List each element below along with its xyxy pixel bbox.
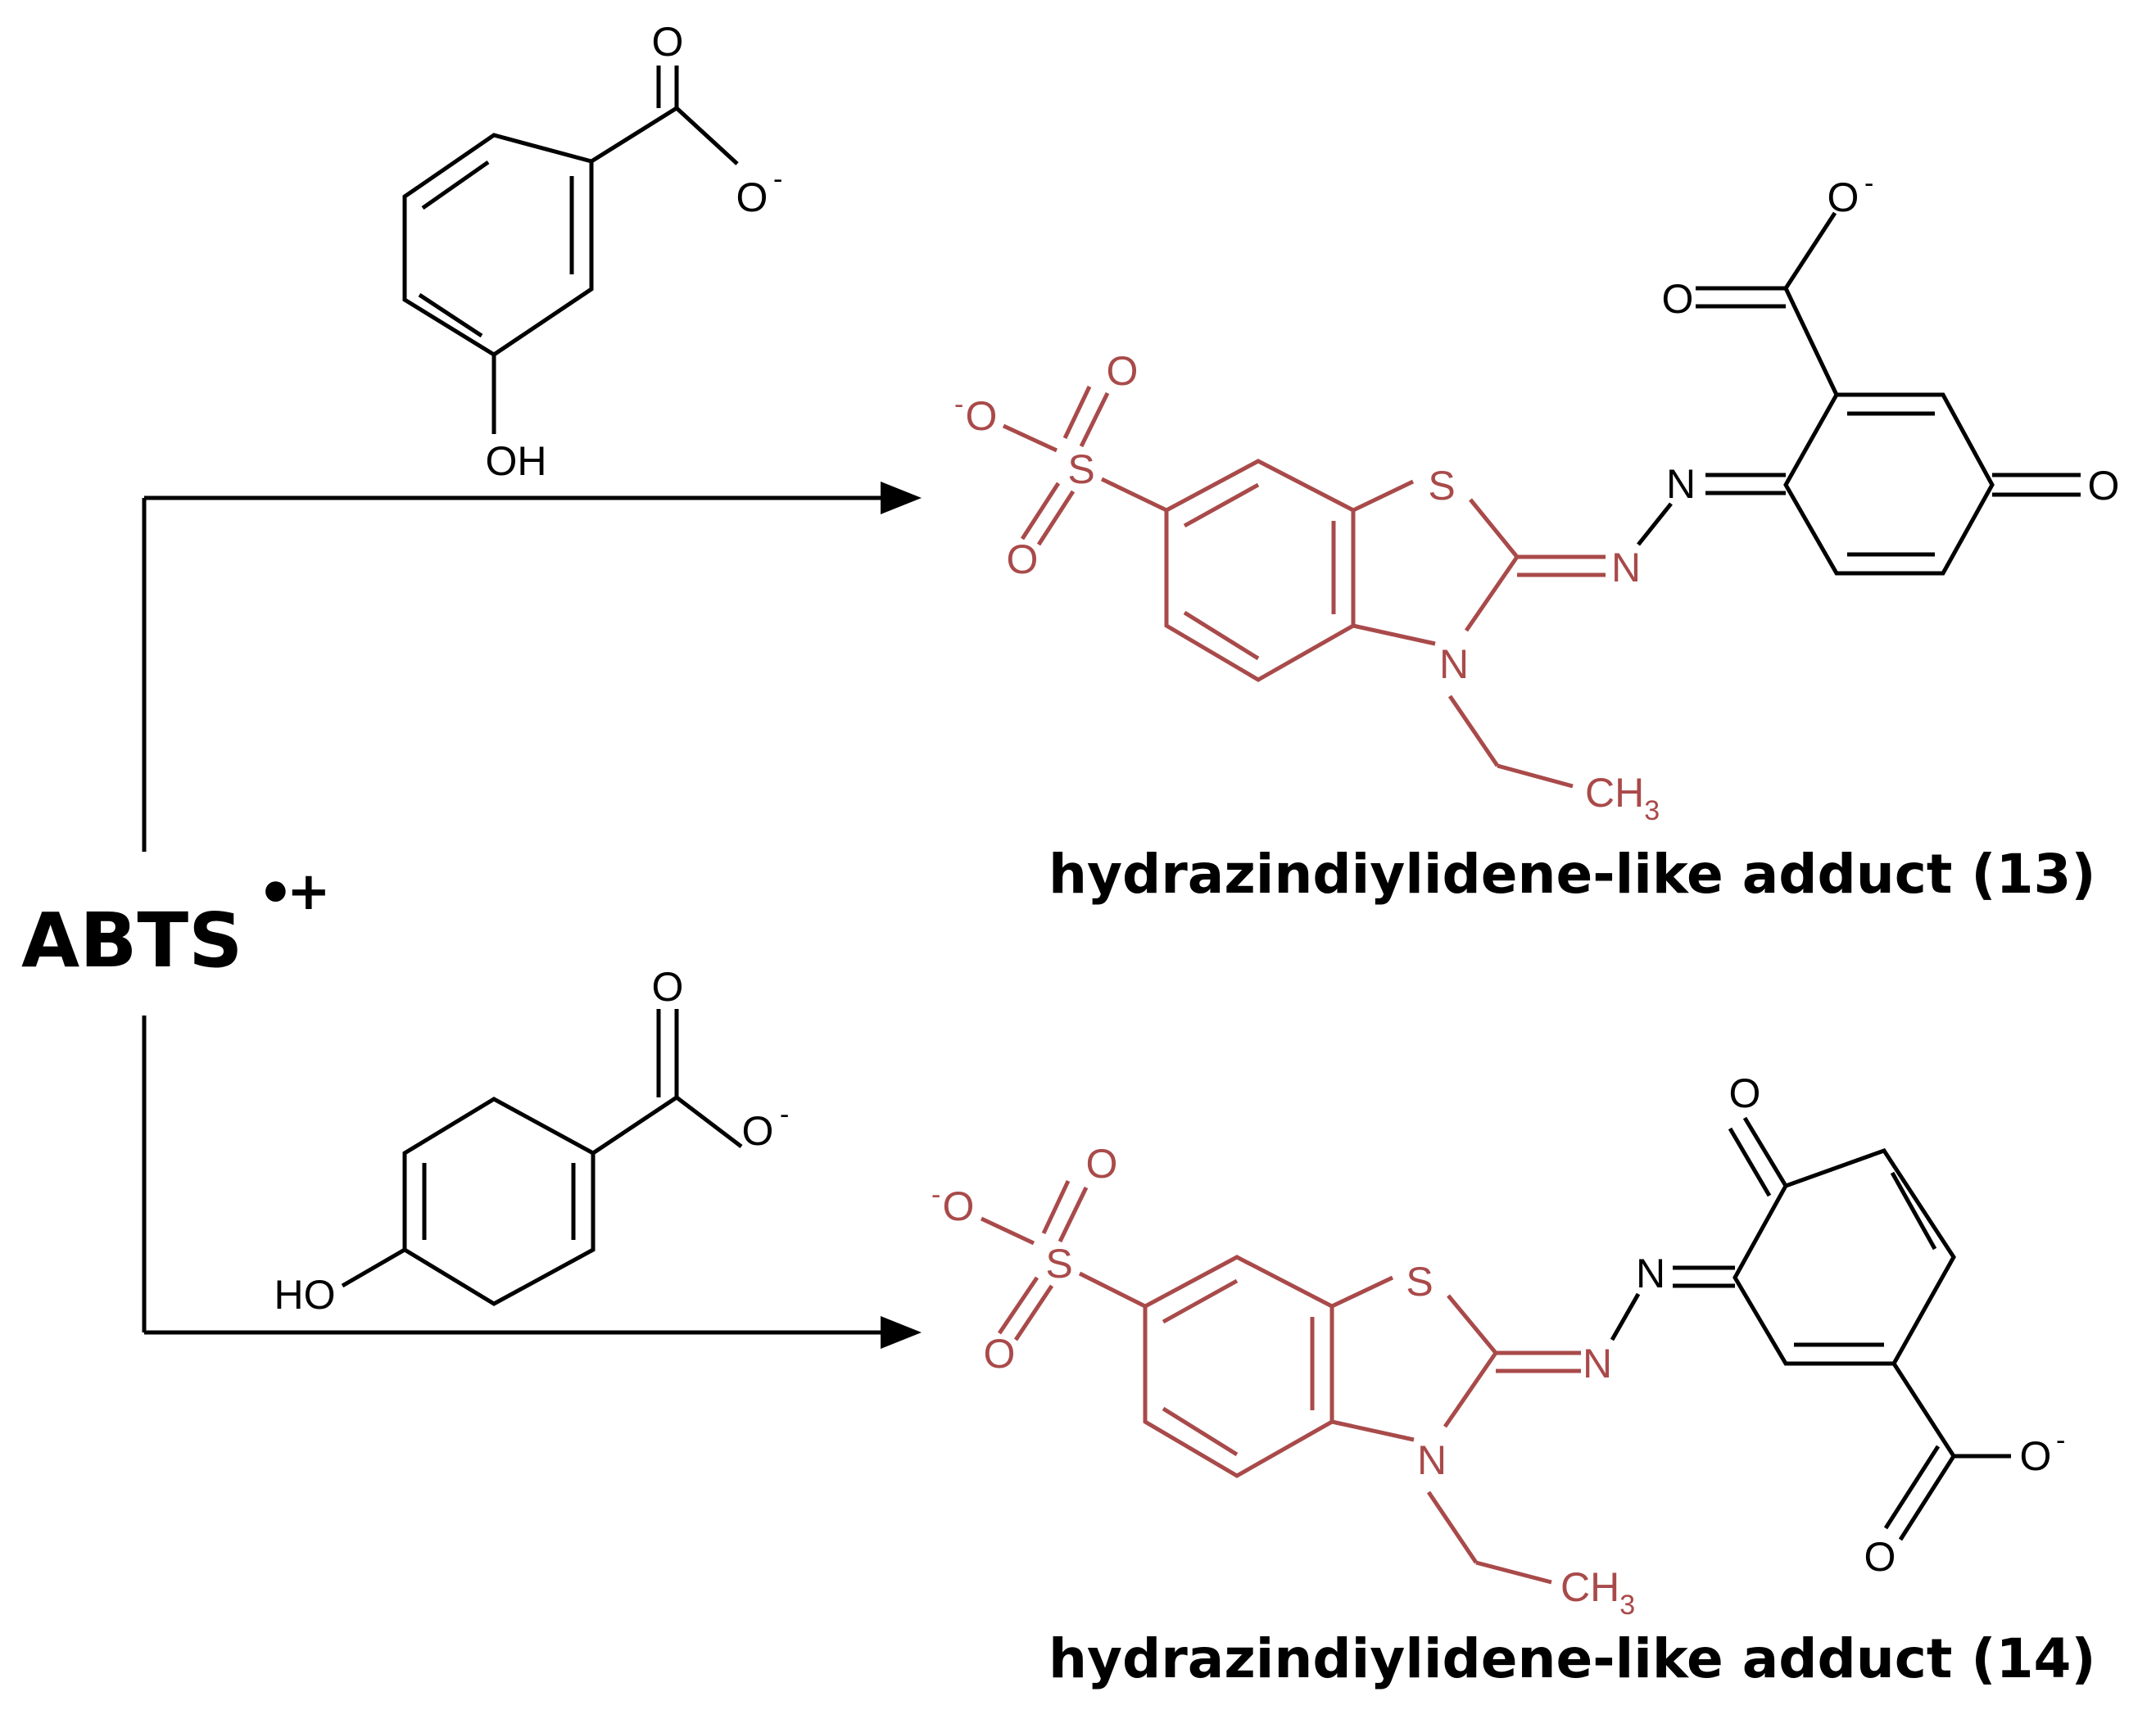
p14-sulfonate-charge: - (931, 1179, 940, 1210)
substrate-1-labels: O O - OH (486, 19, 783, 484)
s2-carboxylate-charge: - (780, 1099, 789, 1130)
s1-carbonyl-o: O (652, 19, 684, 65)
p14-sulfonyl-o-top: O (1086, 1141, 1118, 1187)
product-13: O - S O O S N N CH3 N (954, 168, 2119, 826)
product-14-abts-labels: O - S O O S N N CH3 (931, 1141, 1635, 1621)
p14-quinone-o: O (1729, 1070, 1761, 1116)
product-14-quinone-fragment (1610, 1116, 2011, 1541)
p13-sulfonate-o-neg: O (966, 393, 998, 439)
product-14: O - S O O S N N CH3 N (931, 1070, 2065, 1621)
substrate-2-labels: O O - HO (274, 964, 790, 1318)
p14-azo-n: N (1636, 1251, 1665, 1296)
p14-carboxyl-o: O (1864, 1534, 1896, 1580)
p13-ethyl-ch: CH3 (1585, 770, 1660, 826)
s2-carbonyl-o: O (652, 964, 684, 1010)
p14-sulfonyl-o-bottom: O (984, 1331, 1016, 1377)
radical-dot: • (257, 860, 294, 927)
p13-ring-n: N (1439, 641, 1469, 687)
product-14-quinone-labels: N O O - O (1636, 1070, 2065, 1580)
p13-sulfonate-charge: - (954, 389, 963, 420)
p13-carboxyl-o: O (1662, 276, 1694, 322)
abts-radical-cation-label: ABTS • + (21, 860, 331, 984)
p13-carboxyl-charge: - (1864, 168, 1873, 199)
s2-carboxylate-o: O (742, 1108, 774, 1154)
abts-text: ABTS (21, 897, 242, 984)
reaction-arrows (142, 495, 889, 1335)
p13-sulfur: S (1067, 446, 1094, 492)
p13-quinone-o: O (2088, 463, 2120, 509)
s1-hydroxyl: OH (486, 438, 547, 484)
p13-ring-s: S (1428, 463, 1455, 509)
p14-imine-n: N (1583, 1341, 1612, 1387)
p14-sulfur: S (1045, 1241, 1072, 1287)
p14-carboxyl-o-neg: O (2020, 1433, 2052, 1479)
arrowhead-top (881, 482, 922, 514)
substrate-3-hydroxybenzoate (402, 66, 739, 434)
p13-azo-n: N (1666, 461, 1696, 507)
s1-carboxylate-charge: - (773, 164, 782, 195)
cation-charge: + (287, 862, 331, 922)
product-13-abts-fragment (1002, 385, 1606, 789)
arrowhead-bottom (881, 1316, 922, 1349)
caption-product-13: hydrazindiylidene-like adduct (13) (1049, 843, 2096, 906)
p13-sulfonyl-o-bottom: O (1007, 536, 1039, 582)
p14-sulfonate-o-neg: O (943, 1183, 975, 1229)
caption-product-14: hydrazindiylidene-like adduct (14) (1049, 1627, 2096, 1690)
p13-imine-n: N (1611, 545, 1641, 590)
product-13-quinone-fragment (1637, 211, 2081, 576)
product-13-abts-labels: O - S O O S N N CH3 (954, 348, 1660, 826)
s1-carboxylate-o: O (736, 174, 768, 220)
p14-carboxyl-charge: - (2056, 1425, 2065, 1456)
p14-ring-s: S (1406, 1259, 1433, 1305)
p14-ethyl-ch: CH3 (1560, 1564, 1635, 1621)
p14-ring-n: N (1417, 1437, 1447, 1483)
substrate-4-hydroxybenzoate (341, 1009, 743, 1306)
product-13-quinone-labels: N O O - O (1662, 168, 2120, 509)
product-14-abts-fragment (980, 1179, 1581, 1585)
s2-hydroxyl: HO (274, 1272, 336, 1318)
p13-carboxyl-o-neg: O (1828, 174, 1859, 220)
p13-sulfonyl-o-top: O (1107, 348, 1139, 394)
